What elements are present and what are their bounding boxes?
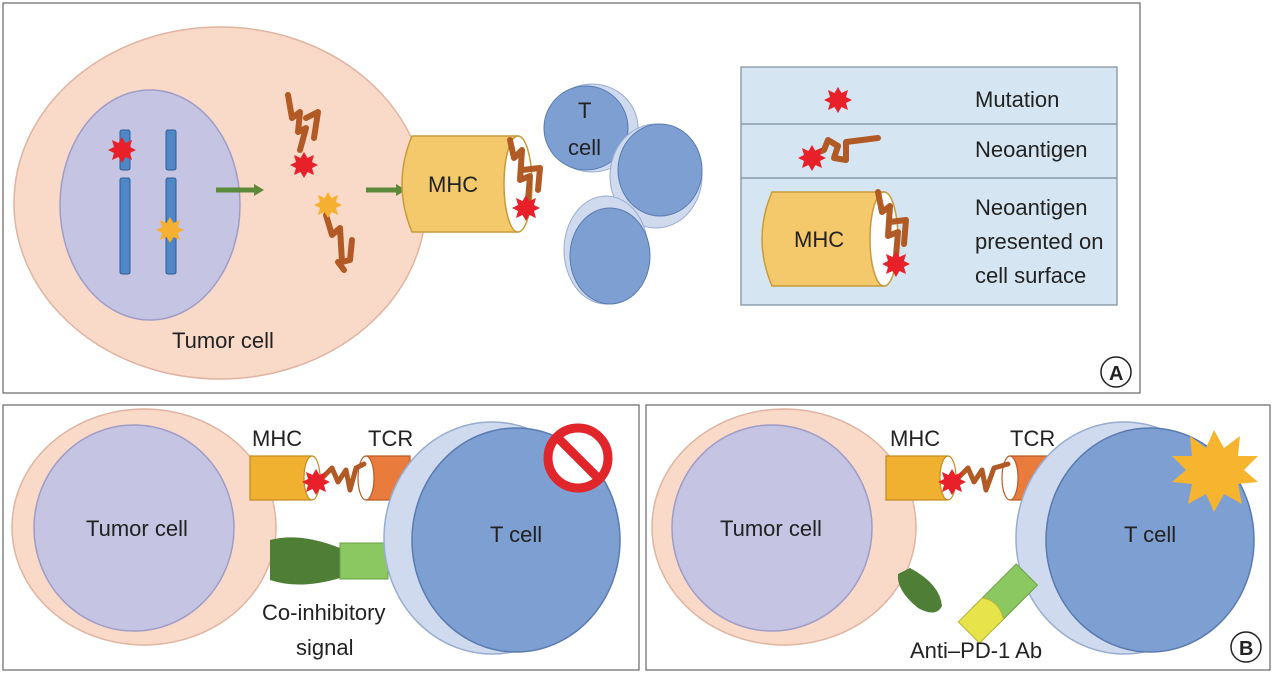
panel-letter: A (1109, 363, 1123, 385)
tumor-cell-label: Tumor cell (172, 328, 274, 353)
chromosome (165, 129, 177, 171)
legend-mhc-label: MHC (794, 227, 844, 252)
t-cell-label: T cell (1124, 522, 1176, 547)
signal-label-line1: Co-inhibitory (262, 600, 386, 625)
neoantigen-chain-icon (285, 92, 321, 153)
mhc-label: MHC (252, 426, 302, 451)
antibody-label: Anti–PD-1 Ab (910, 638, 1042, 663)
tumor-cell-label: Tumor cell (86, 516, 188, 541)
legend-presented-line3: cell surface (975, 263, 1086, 288)
panel-b-left-frame (2, 404, 640, 671)
mhc-cylinder-icon (401, 135, 533, 233)
pd1-receptor (339, 542, 389, 580)
legend-presented-line2: presented on (975, 229, 1103, 254)
t-cell (563, 195, 651, 305)
tcr-label: TCR (368, 426, 413, 451)
nucleus (59, 89, 241, 321)
t-cell (609, 123, 703, 229)
tumor-cell-label: Tumor cell (720, 516, 822, 541)
arrow-icon (366, 184, 406, 196)
pdl1-receptor (897, 568, 942, 613)
chromosome (119, 177, 131, 275)
mhc-label: MHC (428, 172, 478, 197)
t-cell (383, 421, 621, 655)
anti-pd1-antibody-icon (957, 597, 1005, 644)
panel-letter: B (1239, 638, 1253, 660)
neoantigen-chain-icon (507, 137, 543, 203)
no-entry-icon (543, 423, 613, 493)
panel-b-right-frame (645, 404, 1271, 671)
panel-letter-badge (1230, 631, 1262, 663)
nucleus (671, 424, 873, 632)
legend-presented-line1: Neoantigen (975, 195, 1088, 220)
activation-burst-icon (1172, 430, 1258, 512)
t-cell-label: T (578, 98, 591, 123)
panel-a-frame (2, 2, 1141, 394)
t-cell-label: T cell (490, 522, 542, 547)
legend-mutation-label: Mutation (975, 87, 1059, 112)
tcr-label: TCR (1010, 426, 1055, 451)
neoantigen-chain-icon (955, 461, 1011, 493)
nucleus (33, 424, 235, 632)
signal-label-line2: signal (296, 635, 353, 660)
neoantigen-chain-icon (875, 189, 909, 259)
neoantigen-chain-icon (319, 461, 367, 493)
neoantigen-chain-icon (809, 135, 881, 163)
t-cell-label: cell (568, 135, 601, 160)
mhc-label: MHC (890, 426, 940, 451)
neoantigen-chain-icon (323, 212, 355, 273)
panel-letter-badge (1100, 356, 1132, 388)
t-cell (543, 83, 639, 173)
arrow-icon (216, 184, 264, 196)
legend-neoantigen-label: Neoantigen (975, 137, 1088, 162)
pdl1-receptor (270, 537, 340, 585)
